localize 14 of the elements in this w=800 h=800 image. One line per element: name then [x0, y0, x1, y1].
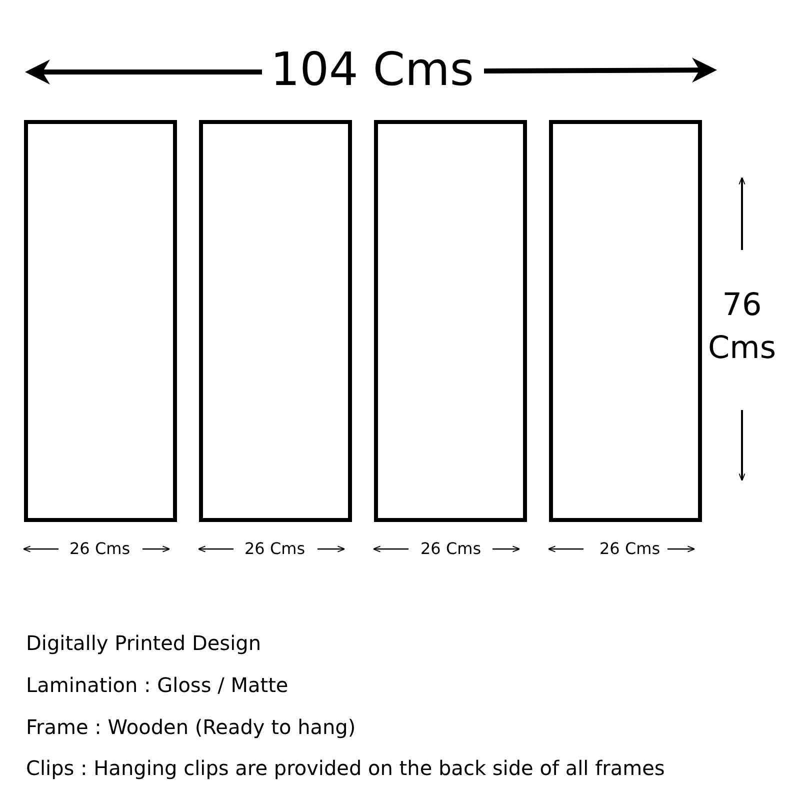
note-text: Lamination : Gloss / Matte [26, 674, 288, 696]
panel-frame [549, 120, 702, 522]
note-text: Clips : Hanging clips are provided on the back side of all frames [26, 757, 665, 779]
panel-frame [199, 120, 352, 522]
dimension-label: 76 Cms [707, 286, 777, 368]
panel-frame [24, 120, 177, 522]
dimension-label: 26 Cms [600, 540, 660, 558]
note-text: Digitally Printed Design [26, 632, 262, 654]
dimension-label: 26 Cms [70, 540, 130, 558]
note-text: Frame : Wooden (Ready to hang) [26, 716, 356, 738]
dimension-label: 26 Cms [244, 540, 306, 558]
dimension-label: 104 Cms [270, 44, 474, 95]
panel-frame [374, 120, 527, 522]
dimension-label: 26 Cms [420, 540, 482, 558]
